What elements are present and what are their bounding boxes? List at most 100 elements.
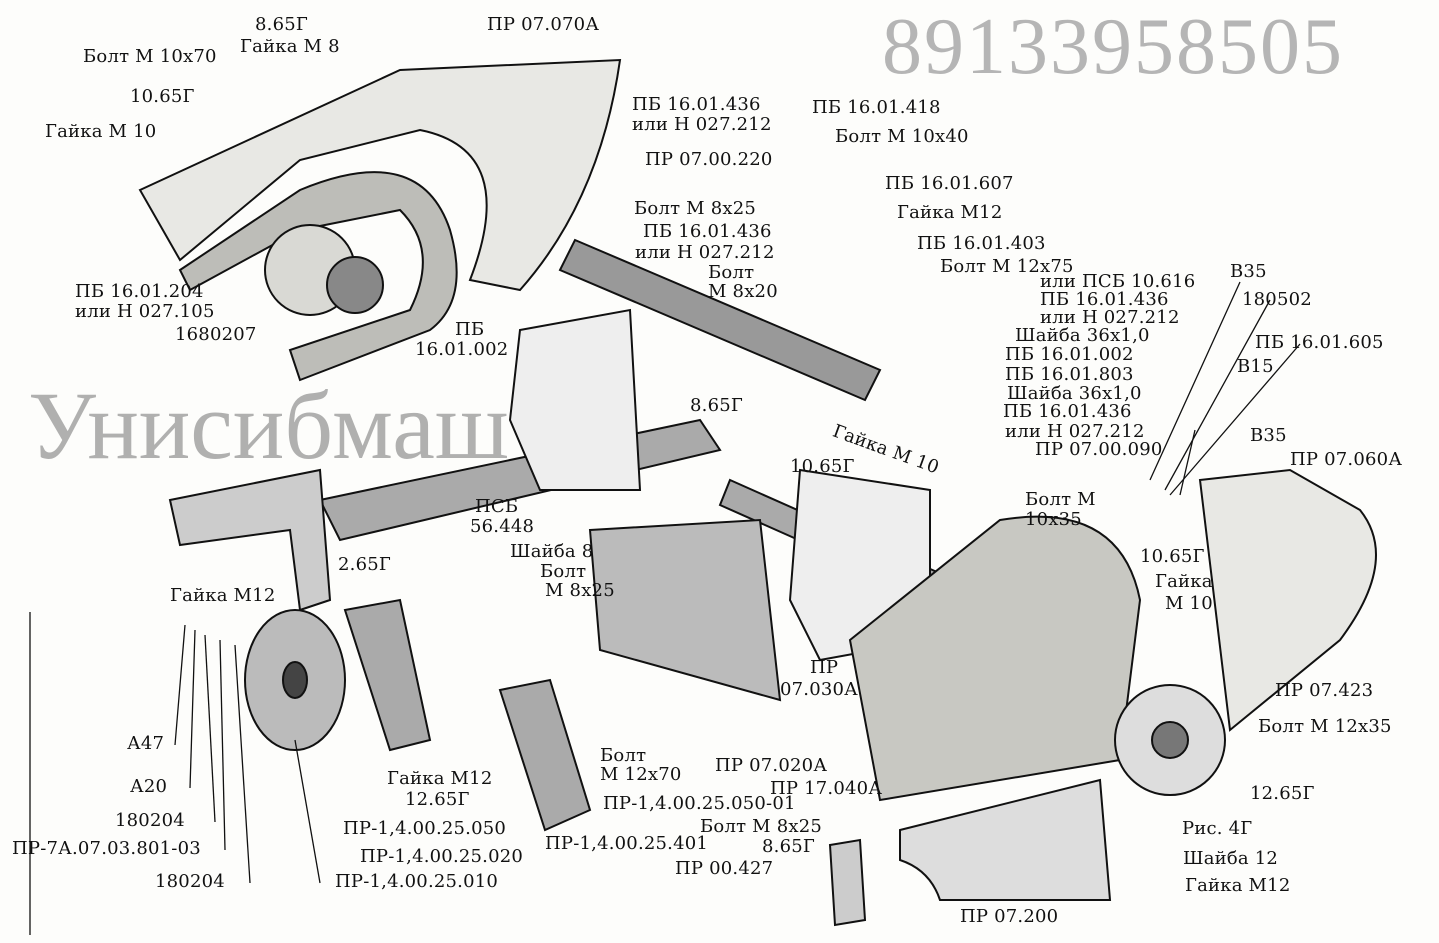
- pulley-hub: [282, 661, 308, 699]
- bottom-bracket: [899, 778, 1112, 901]
- part-label: М 10: [1165, 593, 1213, 614]
- part-label: Болт М 8х25: [700, 816, 823, 837]
- part-label: ПБ 16.01.418: [812, 97, 941, 118]
- part-label: 10х35: [1025, 509, 1082, 530]
- part-label: 180502: [1242, 289, 1312, 310]
- part-label: Болт М 12х75: [940, 256, 1074, 277]
- part-label: Гайка М12: [387, 768, 493, 789]
- part-label: ПБ: [455, 319, 485, 340]
- part-label: ПР 17.040А: [770, 778, 883, 799]
- part-label: ПР-7А.07.03.801-03: [12, 838, 201, 859]
- part-label: М 8х20: [708, 281, 778, 302]
- part-label: ПР-1,4.00.25.020: [360, 846, 524, 867]
- part-label: ПБ 16.01.436: [632, 94, 761, 115]
- part-label: или Н 027.212: [632, 114, 772, 135]
- part-label: Гайка М12: [897, 202, 1003, 223]
- part-label: ПР 00.427: [675, 858, 774, 879]
- part-label: Шайба 8: [510, 541, 594, 562]
- part-label: 56.448: [470, 516, 535, 537]
- part-label: ПР-1,4.00.25.010: [335, 871, 499, 892]
- part-label: 12.65Г: [405, 789, 470, 810]
- part-label: М 12х70: [600, 764, 682, 785]
- part-label: или Н 027.105: [75, 301, 215, 322]
- left-chain-belt: [178, 171, 458, 382]
- part-label: ПР 07.070А: [487, 14, 600, 35]
- part-label: или Н 027.212: [635, 242, 775, 263]
- part-label: ПСБ: [475, 496, 519, 517]
- upper-shaft: [558, 238, 882, 402]
- part-label: 10.65Г: [130, 86, 195, 107]
- part-label: ПБ 16.01.436: [1003, 401, 1132, 422]
- part-label: Болт: [540, 561, 587, 582]
- tension-arm-right: [498, 678, 592, 832]
- part-label: ПБ 16.01.436: [1040, 289, 1169, 310]
- part-label: ПР-1,4.00.25.050: [343, 818, 507, 839]
- part-label: ПР-1,4.00.25.050-01: [603, 793, 796, 814]
- part-label: Шайба 36х1,0: [1007, 383, 1142, 404]
- part-label: 8.65Г: [690, 395, 743, 416]
- part-label: или Н 027.212: [1040, 307, 1180, 328]
- part-label: ПР 07.200: [960, 906, 1059, 927]
- part-label: Гайка М 8: [240, 36, 340, 57]
- part-label: В35: [1250, 425, 1287, 446]
- part-label: или ПСБ 10.616: [1040, 271, 1196, 292]
- part-label: Шайба 12: [1183, 848, 1279, 869]
- part-label: 10.65Г: [1140, 546, 1205, 567]
- part-label: ПБ 16.01.803: [1005, 364, 1134, 385]
- part-label: Болт М 8х25: [634, 198, 757, 219]
- part-label: ПР 07.020А: [715, 755, 828, 776]
- part-label: А47: [127, 733, 165, 754]
- part-label: Рис. 4Г: [1182, 818, 1253, 839]
- part-label: Гайка: [1155, 571, 1213, 592]
- part-label: ПБ 16.01.605: [1255, 332, 1384, 353]
- part-label: 8.65Г: [762, 836, 815, 857]
- part-label: 180204: [155, 871, 225, 892]
- part-label: ПР 07.060А: [1290, 449, 1403, 470]
- part-label: ПБ 16.01.002: [1005, 344, 1134, 365]
- part-label: ПР 07.423: [1275, 680, 1374, 701]
- part-label: Болт М: [1025, 489, 1096, 510]
- sprocket-hub: [1151, 721, 1189, 759]
- part-label: Гайка М12: [170, 585, 276, 606]
- watermark-brand: Унисибмаш: [28, 372, 509, 479]
- part-label: Болт: [600, 745, 647, 766]
- part-label: Гайка М12: [1185, 875, 1291, 896]
- part-label: 1680207: [175, 324, 257, 345]
- part-label: ПР 07.00.090: [1035, 439, 1163, 460]
- part-label: ПБ 16.01.436: [643, 221, 772, 242]
- part-label: или Н 027.212: [1005, 421, 1145, 442]
- part-label: А20: [130, 776, 168, 797]
- leader-lines: [29, 281, 1301, 935]
- part-label: 07.030А: [780, 679, 859, 700]
- watermark-phone: 89133958505: [882, 3, 1344, 91]
- part-label: Гайка М 10: [45, 121, 157, 142]
- part-label: 2.65Г: [338, 554, 391, 575]
- part-label: В15: [1237, 356, 1274, 377]
- vertical-support: [588, 518, 782, 702]
- part-label: 16.01.002: [415, 339, 509, 360]
- right-gearbox-housing: [848, 515, 1142, 802]
- part-label: ПР-1,4.00.25.401: [545, 833, 709, 854]
- part-label: ПБ 16.01.607: [885, 173, 1014, 194]
- part-label: В35: [1230, 261, 1267, 282]
- part-label: М 8х25: [545, 580, 615, 601]
- bearing: [326, 256, 384, 314]
- part-label: 10.65Г: [790, 456, 855, 477]
- part-label: ПР: [810, 657, 839, 678]
- part-label: ПБ 16.01.204: [75, 281, 204, 302]
- tension-arm-left: [343, 598, 432, 752]
- part-label: 180204: [115, 810, 185, 831]
- right-guard-shield: [1198, 468, 1377, 732]
- left-guard-shield: [138, 58, 622, 292]
- part-label: Болт М 10х70: [83, 46, 217, 67]
- part-label: 12.65Г: [1250, 783, 1315, 804]
- part-label: ПБ 16.01.403: [917, 233, 1046, 254]
- small-plate: [828, 838, 867, 927]
- cam-plate: [508, 308, 642, 491]
- part-label: Болт М 10х40: [835, 126, 969, 147]
- part-label: Шайба 36х1,0: [1015, 325, 1150, 346]
- part-label: Болт: [708, 262, 755, 283]
- part-label: Болт М 12х35: [1258, 716, 1392, 737]
